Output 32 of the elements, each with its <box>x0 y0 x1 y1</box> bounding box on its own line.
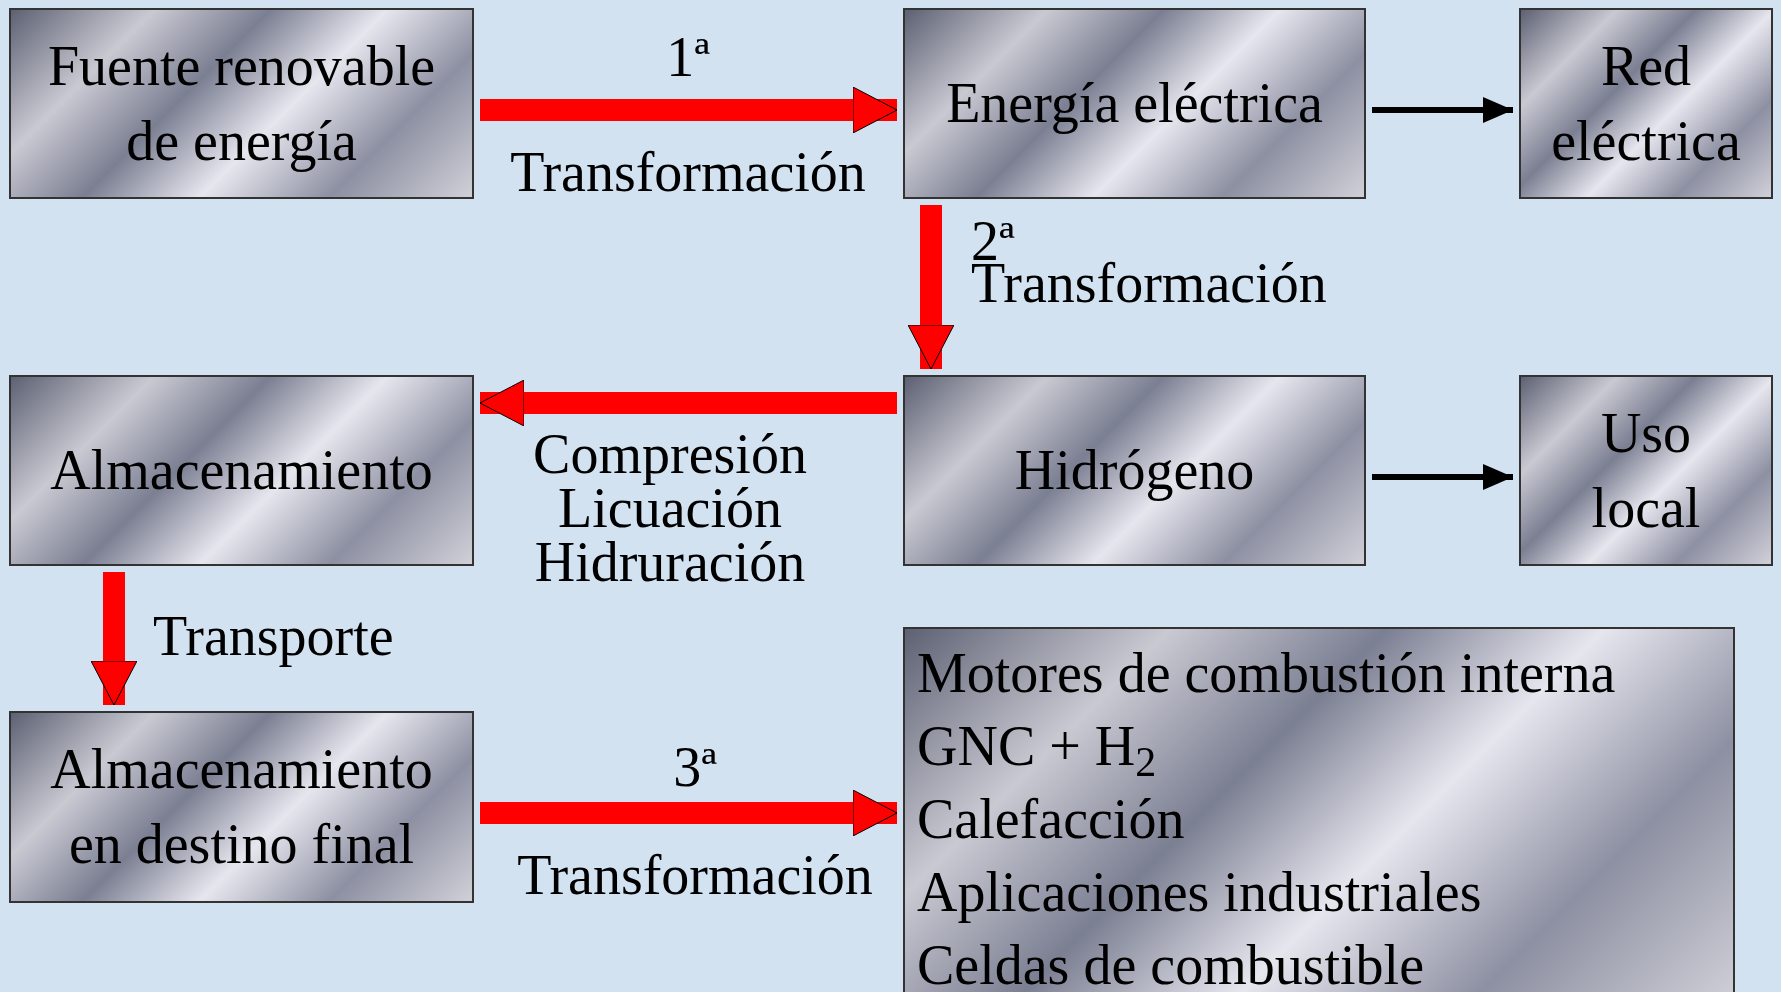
arrow <box>90 572 138 706</box>
box-text: Hidrógeno <box>1014 438 1255 503</box>
box-text: Celdas de combustible <box>917 933 1424 992</box>
box-text: Calefacción <box>917 787 1185 852</box>
arrow <box>907 205 955 370</box>
process-box <box>1519 8 1773 199</box>
process-box <box>9 8 474 199</box>
process-box <box>903 8 1366 199</box>
arrow <box>1372 97 1513 123</box>
box-text: Fuente renovable de energía <box>46 33 437 174</box>
box-text: Motores de combustión interna <box>917 641 1616 706</box>
process-box <box>9 375 474 566</box>
box-text: Almacenamiento <box>50 438 433 503</box>
box-text: Aplicaciones industriales <box>917 860 1482 925</box>
edge-label: Compresión Licuación Hidruración <box>532 427 808 589</box>
process-box <box>9 711 474 903</box>
arrow <box>1372 464 1513 490</box>
box-text: Energía eléctrica <box>946 71 1323 136</box>
box-text: Uso local <box>1590 400 1702 541</box>
arrow <box>480 86 898 134</box>
process-box <box>903 627 1735 992</box>
edge-label: 3ª Transformación <box>516 735 874 908</box>
arrow <box>480 789 898 837</box>
process-box <box>903 375 1366 566</box>
process-box <box>1519 375 1773 566</box>
arrow <box>479 379 897 427</box>
box-text: GNC + H$_{2}$ <box>917 714 1157 783</box>
edge-label: Transporte <box>153 606 395 666</box>
edge-label: 2ª Transformación <box>971 220 1328 304</box>
box-text: Red eléctrica <box>1551 33 1741 174</box>
edge-label: 1ª Transformación <box>509 25 867 205</box>
box-text: Almacenamiento en destino final <box>49 737 434 877</box>
